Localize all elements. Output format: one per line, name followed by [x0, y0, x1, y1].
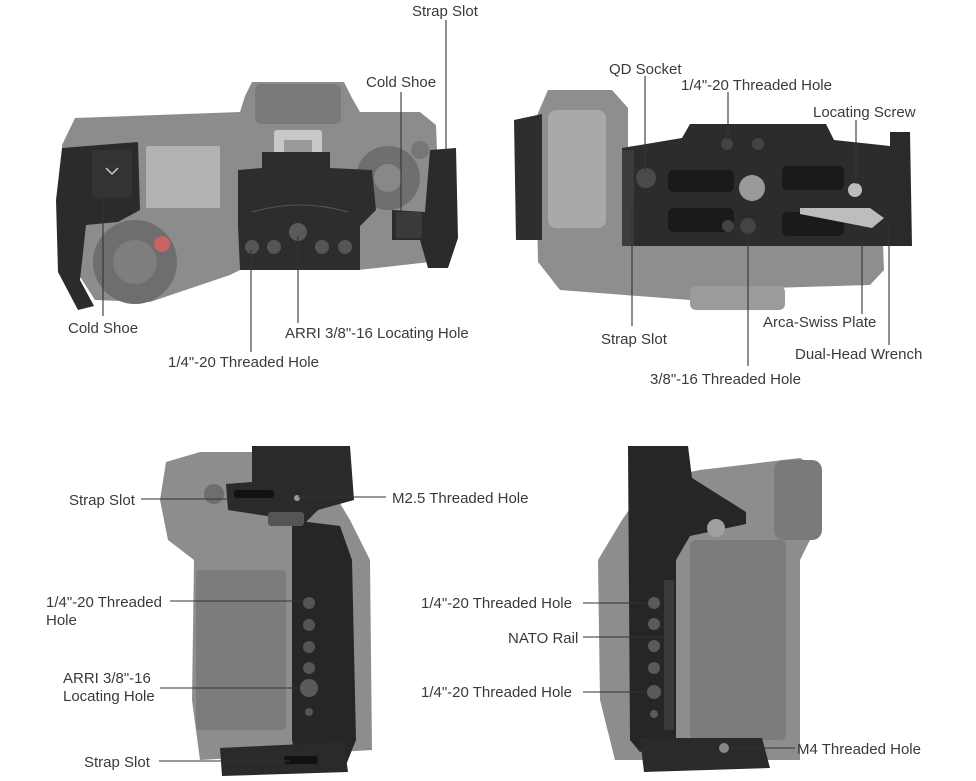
label-left-m25: M2.5 Threaded Hole: [392, 490, 528, 507]
label-top-arri: ARRI 3/8"-16 Locating Hole: [285, 325, 469, 342]
cold-shoe-right: [396, 212, 422, 238]
locating-screw: [848, 183, 862, 197]
cage-top-bracket: [226, 446, 354, 522]
cage-side-rail: [622, 150, 634, 246]
top-hole-arri: [289, 223, 307, 241]
bottom-view: QD Socket 1/4"-20 Threaded Hole Locating…: [514, 61, 922, 388]
left-side-view: Strap Slot M2.5 Threaded Hole 1/4"-20 Th…: [46, 446, 528, 776]
right-hole-5: [647, 685, 661, 699]
label-top-cold-shoe-right: Cold Shoe: [366, 74, 436, 91]
label-bottom-locating-screw: Locating Screw: [813, 104, 916, 121]
label-top-strap-slot: Strap Slot: [412, 3, 479, 20]
right-hole-2: [648, 618, 660, 630]
top-hole-1: [245, 240, 259, 254]
label-right-threaded-top: 1/4"-20 Threaded Hole: [421, 595, 572, 612]
dual-head-wrench: [800, 208, 884, 228]
lens-mount-right: [774, 460, 822, 540]
left-hole-4: [303, 662, 315, 674]
cage-top-plate: [238, 152, 376, 270]
m4-hole: [719, 743, 729, 753]
label-left-arri-line2: Locating Hole: [63, 688, 155, 705]
label-right-m4: M4 Threaded Hole: [797, 741, 921, 758]
cage-base-plate: [622, 124, 910, 246]
left-hole-2: [303, 619, 315, 631]
left-arri-hole: [300, 679, 318, 697]
label-top-cold-shoe-left: Cold Shoe: [68, 320, 138, 337]
label-bottom-threaded-3816: 3/8"-16 Threaded Hole: [650, 371, 801, 388]
label-right-nato-rail: NATO Rail: [508, 630, 578, 647]
right-hole-4: [648, 662, 660, 674]
viewfinder: [255, 84, 341, 124]
strap-slot-bottom: [284, 756, 318, 764]
cage-handle-left: [292, 520, 356, 770]
battery-door: [548, 110, 606, 228]
top-view: Strap Slot Cold Shoe Cold Shoe ARRI 3/8"…: [56, 3, 479, 371]
label-left-arri-line1: ARRI 3/8"-16: [63, 670, 151, 687]
top-hole-3: [315, 240, 329, 254]
right-side-view: 1/4"-20 Threaded Hole NATO Rail 1/4"-20 …: [421, 446, 921, 772]
cage-base-right: [640, 738, 770, 772]
label-bottom-arca-swiss: Arca-Swiss Plate: [763, 314, 876, 331]
label-left-strap-slot-top: Strap Slot: [69, 492, 136, 509]
top-lcd: [146, 146, 220, 208]
top-hole-2: [267, 240, 281, 254]
right-hole-3: [648, 640, 660, 652]
label-top-threaded: 1/4"-20 Threaded Hole: [168, 354, 319, 371]
nato-rail: [664, 580, 674, 730]
label-right-threaded-bottom: 1/4"-20 Threaded Hole: [421, 684, 572, 701]
bottom-center-screw: [739, 175, 765, 201]
qd-socket: [636, 168, 656, 188]
label-left-strap-slot-bottom: Strap Slot: [84, 754, 151, 771]
label-bottom-threaded-1420: 1/4"-20 Threaded Hole: [681, 77, 832, 94]
m25-hole: [294, 495, 300, 501]
label-bottom-qd-socket: QD Socket: [609, 61, 682, 78]
strap-slot-top: [234, 490, 274, 498]
bottom-hole-1420: [721, 138, 733, 150]
label-bottom-wrench: Dual-Head Wrench: [795, 346, 922, 363]
right-hole-1: [648, 597, 660, 609]
left-hole-3: [303, 641, 315, 653]
left-hole-1: [303, 597, 315, 609]
label-left-threaded-line1: 1/4"-20 Threaded: [46, 594, 162, 611]
bottom-hole-3816: [740, 218, 756, 234]
label-left-threaded-line2: Hole: [46, 612, 77, 629]
top-hole-4: [338, 240, 352, 254]
grip-texture: [196, 570, 286, 730]
label-bottom-strap-slot: Strap Slot: [601, 331, 668, 348]
